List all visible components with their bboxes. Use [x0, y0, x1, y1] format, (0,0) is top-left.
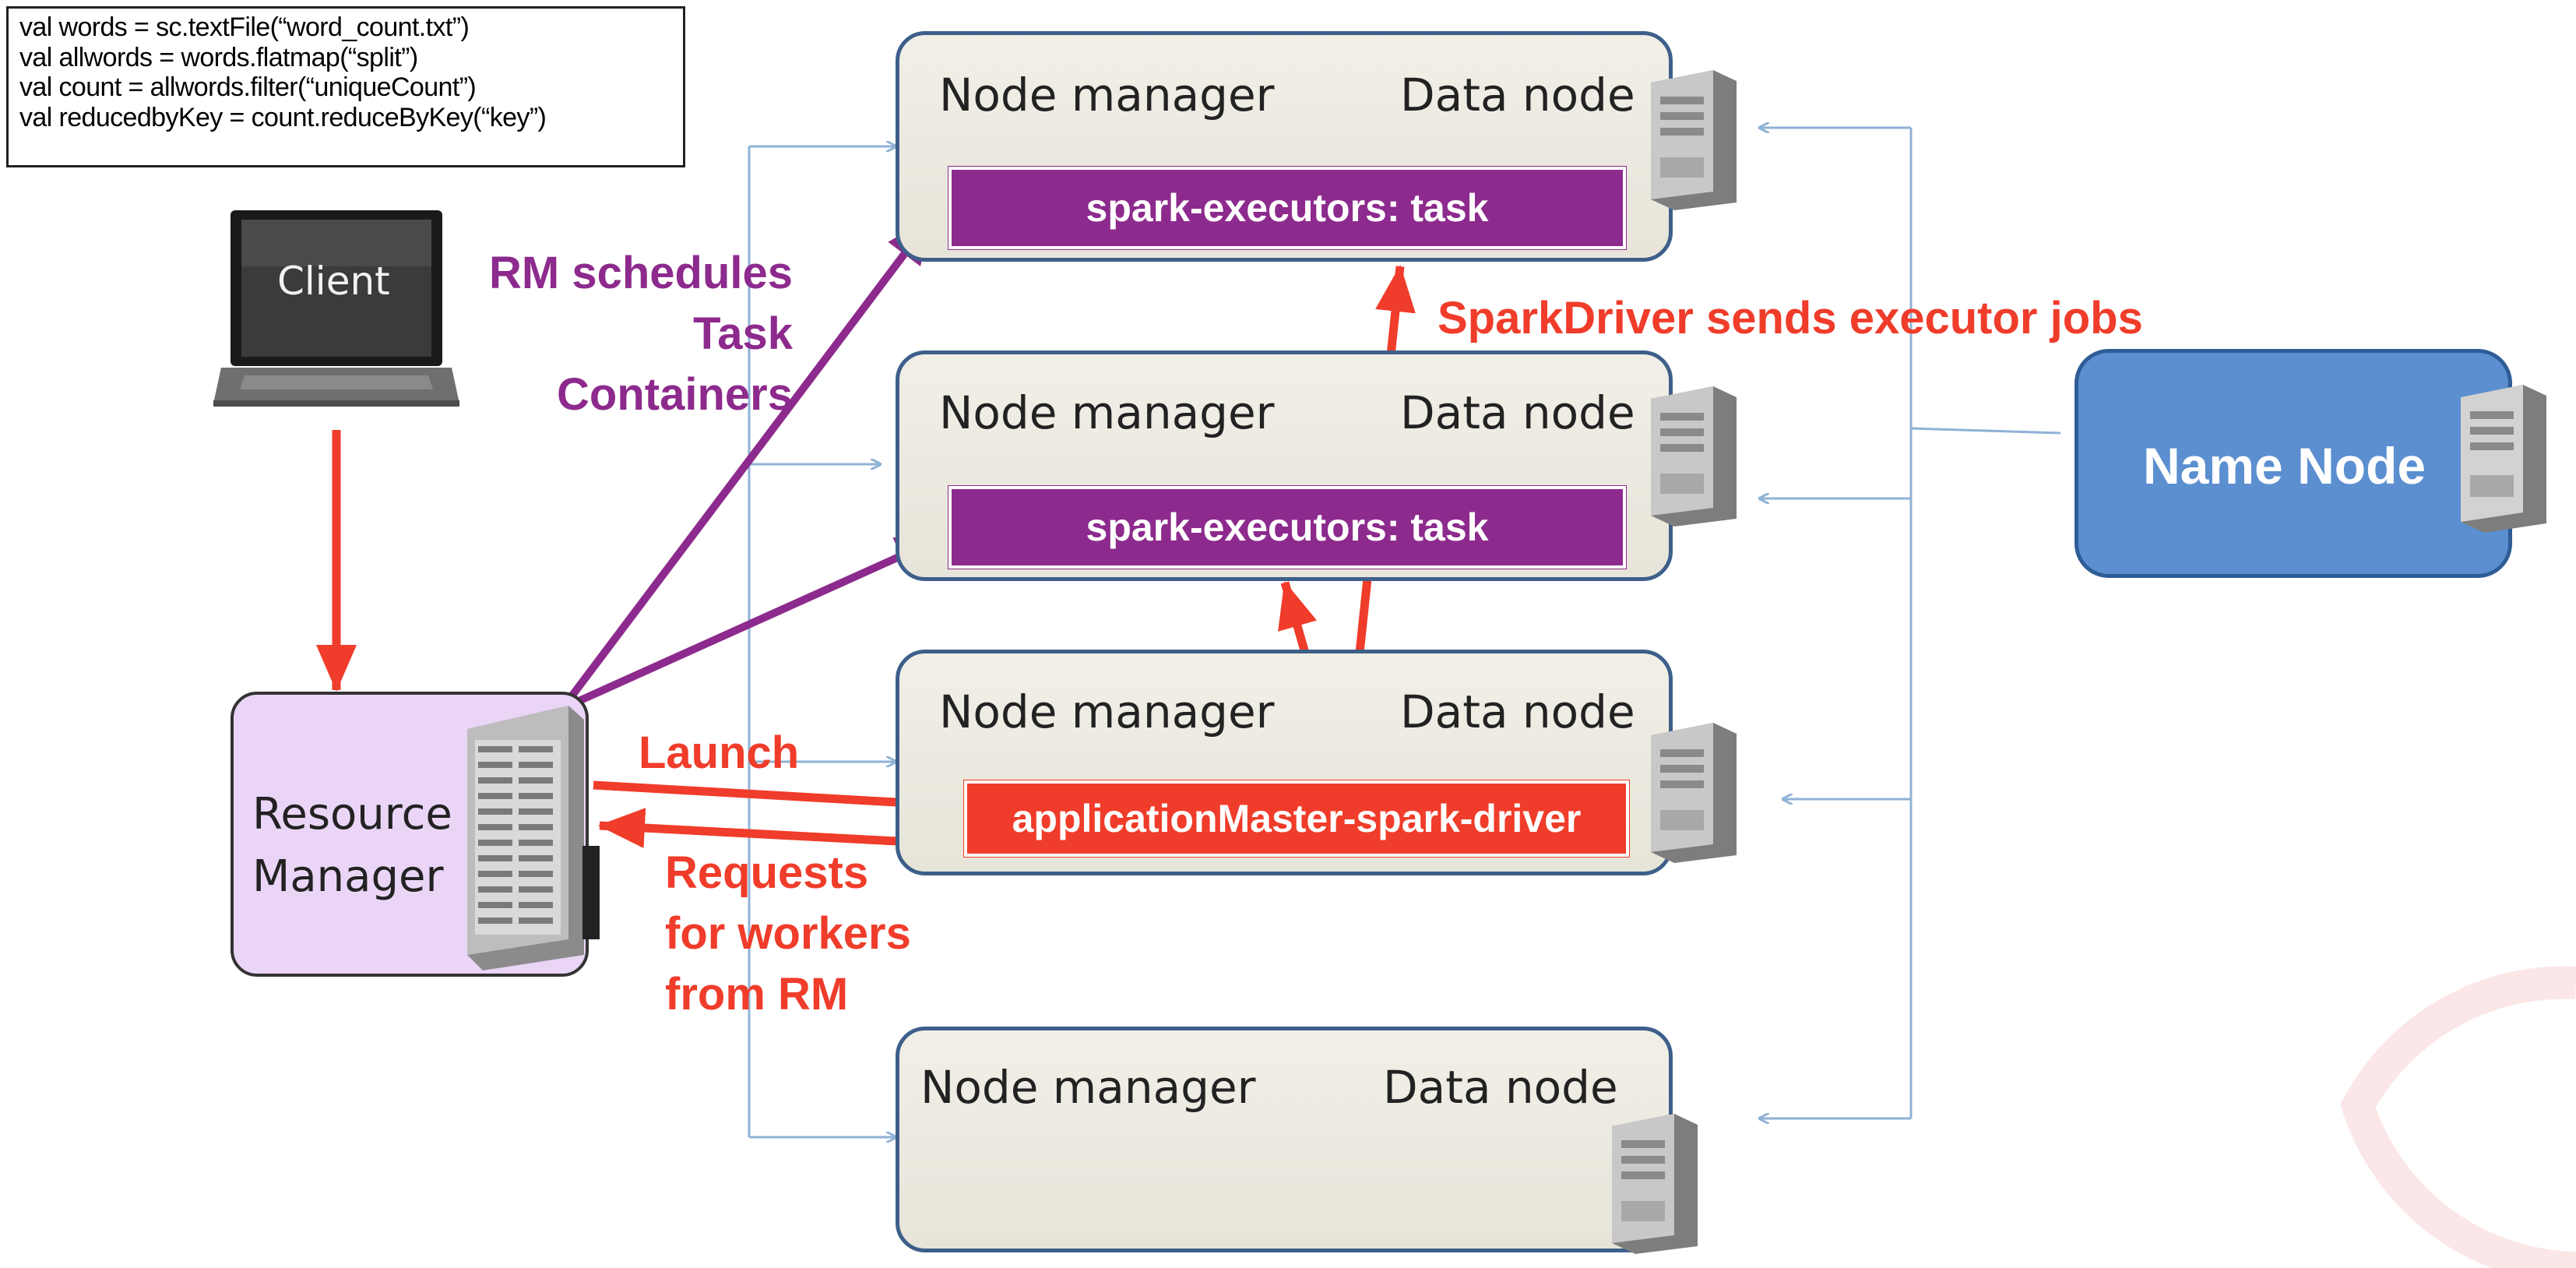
node-manager-label-4: Node manager — [920, 1061, 1256, 1114]
server-icon — [1612, 1114, 1698, 1254]
spark-executor-bar-1: spark-executors: task — [948, 167, 1626, 249]
resource-manager-line1: Resource — [252, 789, 452, 840]
server-icon — [1651, 723, 1737, 863]
code-snippet: val words = sc.textFile(“word_count.txt”… — [6, 6, 685, 167]
node-manager-label-1: Node manager — [939, 69, 1275, 122]
server-icon — [1651, 386, 1737, 527]
code-line: val reducedbyKey = count.reduceByKey(“ke… — [19, 102, 547, 132]
server-icon — [1651, 70, 1737, 210]
resource-manager-label: Resource Manager — [252, 784, 452, 908]
rm-schedules-line1: RM schedules — [489, 248, 793, 298]
rm-schedules-arrow-mid — [566, 534, 945, 710]
laptop-icon — [213, 210, 459, 407]
node-manager-label-3: Node manager — [939, 685, 1275, 738]
rack-server-icon — [467, 706, 600, 970]
resource-manager-line2: Manager — [252, 851, 444, 902]
client-label: Client — [277, 259, 390, 304]
requests-line1: Requests — [665, 847, 869, 898]
code-line: val allwords = words.flatmap(“split”) — [19, 42, 418, 72]
requests-line2: for workers — [665, 908, 911, 959]
name-node-label: Name Node — [2143, 437, 2426, 495]
code-line: val words = sc.textFile(“word_count.txt”… — [19, 12, 470, 42]
rm-schedules-annotation: RM schedules Task Containers — [438, 243, 793, 425]
watermark-logo — [2340, 966, 2576, 1268]
requests-annotation: Requests for workers from RM — [665, 843, 911, 1025]
data-node-label-3: Data node — [1400, 685, 1635, 738]
rm-schedules-arrow-top — [564, 215, 934, 706]
launch-arrow — [593, 780, 953, 823]
node-manager-label-2: Node manager — [939, 386, 1275, 439]
rm-schedules-line2: Task — [693, 308, 793, 359]
server-icon — [2461, 385, 2546, 533]
right-bus-connector — [1760, 128, 2061, 1118]
application-master-bar: applicationMaster-spark-driver — [964, 780, 1629, 857]
name-node-box — [2075, 349, 2512, 578]
data-node-label-4: Data node — [1383, 1061, 1618, 1114]
data-node-label-1: Data node — [1400, 69, 1635, 122]
requests-line3: from RM — [665, 969, 849, 1020]
spark-driver-annotation: SparkDriver sends executor jobs — [1438, 293, 2143, 343]
rm-schedules-line3: Containers — [557, 369, 793, 420]
spark-executor-bar-2: spark-executors: task — [948, 486, 1626, 569]
code-line: val count = allwords.filter(“uniqueCount… — [19, 72, 477, 102]
launch-annotation: Launch — [639, 727, 800, 778]
data-node-label-2: Data node — [1400, 386, 1635, 439]
left-bus-connector — [748, 146, 896, 1137]
